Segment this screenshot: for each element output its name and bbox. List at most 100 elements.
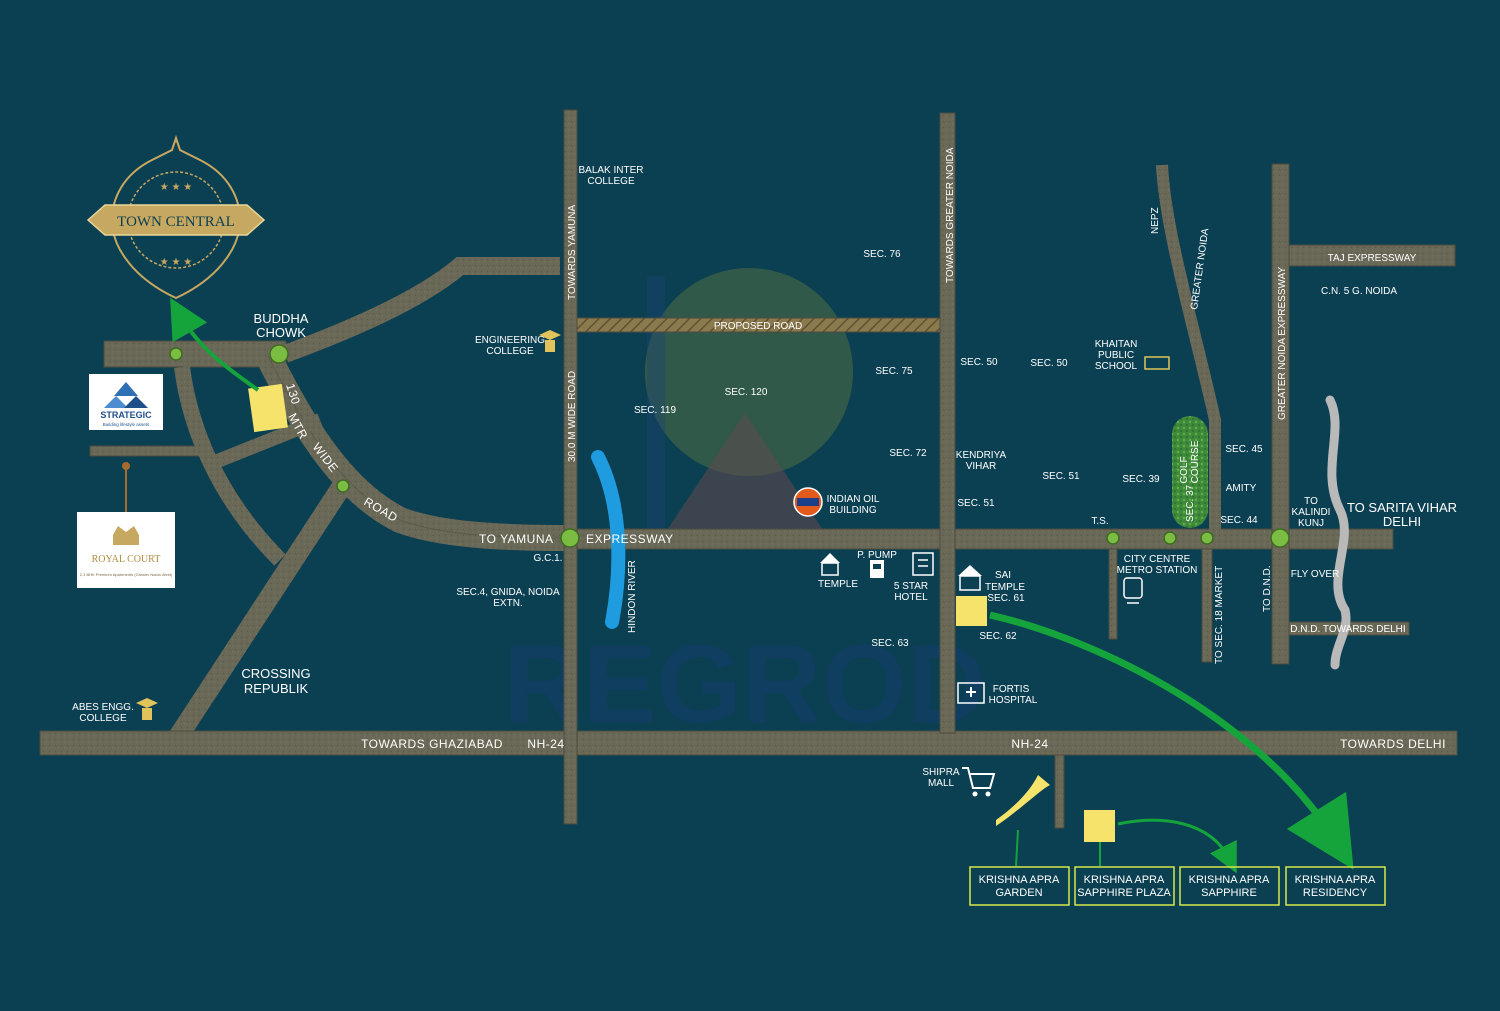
label-gc1: G.C.1. <box>534 553 563 564</box>
road-expressway <box>564 528 1394 550</box>
label-fortis: FORTIS <box>993 684 1030 695</box>
logo-strategic: STRATEGIC Building lifestyle assets <box>89 374 163 430</box>
road-to-yamuna-curve <box>281 257 560 363</box>
label-to-yamuna: TO YAMUNA <box>479 532 554 546</box>
label-indian-oil-building: BUILDING <box>829 505 876 516</box>
node <box>1270 528 1290 548</box>
star-icon: ★ ★ ★ <box>160 182 192 193</box>
label-sec4: SEC.4, GNIDA, NOIDA <box>456 587 560 598</box>
petrol-pump-icon <box>870 560 884 578</box>
label-sec39: SEC. 39 <box>1122 474 1160 485</box>
strategic-tagline: Building lifestyle assets <box>103 422 150 427</box>
node <box>269 344 289 364</box>
label-fly-over: FLY OVER <box>1291 569 1340 580</box>
label-temple: TEMPLE <box>818 579 858 590</box>
road-greater-noida-nepz <box>1156 164 1221 530</box>
label-greater-noida-expressway: GREATER NOIDA EXPRESSWAY <box>1277 266 1288 420</box>
label-abes: ABES ENGG. <box>72 702 134 713</box>
label-abes-college: COLLEGE <box>79 713 127 724</box>
sai-temple-icon <box>958 565 982 591</box>
label-kalindi: KALINDI <box>1292 507 1331 518</box>
hotel-icon <box>912 552 934 576</box>
map-icons <box>136 330 1170 797</box>
road-crossing-republik <box>167 480 351 746</box>
label-sec50b: SEC. 50 <box>1030 358 1068 369</box>
royal-court-logo-text: ROYAL COURT <box>92 554 161 565</box>
node <box>1163 531 1177 545</box>
label-nepz: NEPZ <box>1150 207 1161 234</box>
label-greater-noida: GREATER NOIDA <box>1189 227 1211 310</box>
label-metro-station: METRO STATION <box>1117 565 1198 576</box>
junction-nodes <box>169 344 1290 548</box>
label-city-centre: CITY CENTRE <box>1124 554 1191 565</box>
label-to-dnd: TO D.N.D. <box>1262 566 1273 612</box>
project-box-sapphire[interactable]: KRISHNA APRA SAPPHIRE <box>1179 866 1280 906</box>
project-sapphire-plaza-line2: SAPPHIRE PLAZA <box>1077 887 1171 899</box>
project-boxes: KRISHNA APRA GARDEN KRISHNA APRA SAPPHIR… <box>969 866 1386 906</box>
label-sec37: SEC. 37 <box>1185 484 1196 522</box>
node <box>1200 531 1214 545</box>
road-connector-left <box>89 445 211 457</box>
graduation-cap-icon <box>539 330 561 352</box>
node <box>169 347 183 361</box>
strategic-logo-text: STRATEGIC <box>100 410 152 420</box>
label-towards-delhi: TOWARDS DELHI <box>1340 737 1446 751</box>
label-nh24-left: NH-24 <box>527 737 564 751</box>
star-icon: ★ ★ ★ <box>160 257 192 268</box>
label-130: 130 <box>283 382 303 407</box>
node <box>336 479 350 493</box>
label-sec44: SEC. 44 <box>1220 515 1258 526</box>
project-box-sapphire-plaza[interactable]: KRISHNA APRA SAPPHIRE PLAZA <box>1074 866 1175 906</box>
shopping-cart-icon <box>962 767 996 797</box>
label-shipra: SHIPRA <box>922 767 960 778</box>
label-proposed-road: PROPOSED ROAD <box>714 321 802 332</box>
label-public: PUBLIC <box>1098 350 1134 361</box>
project-sapphire-line1: KRISHNA APRA <box>1189 874 1270 886</box>
road-metro-line <box>1108 548 1118 640</box>
plot-garden <box>996 775 1050 826</box>
label-sec51b: SEC. 51 <box>1042 471 1080 482</box>
label-sec72: SEC. 72 <box>889 448 927 459</box>
label-vihar: VIHAR <box>966 461 997 472</box>
arrow-to-sapphire <box>1117 818 1237 874</box>
project-residency-line2: RESIDENCY <box>1303 887 1368 899</box>
label-hospital: HOSPITAL <box>989 695 1038 706</box>
project-sapphire-line2: SAPPHIRE <box>1201 887 1257 899</box>
label-chowk: CHOWK <box>256 325 306 340</box>
label-khaitan: KHAITAN <box>1095 339 1138 350</box>
logo-royal-court: ROYAL COURT 2,3 BHK Premium Apartments (… <box>77 512 175 588</box>
label-delhi: DELHI <box>1383 514 1421 529</box>
label-sec76: SEC. 76 <box>863 249 901 260</box>
label-towards-greater-noida: TOWARDS GREATER NOIDA <box>945 147 956 283</box>
project-garden-line1: KRISHNA APRA <box>979 874 1060 886</box>
label-ts: T.S. <box>1091 516 1108 527</box>
label-sec45: SEC. 45 <box>1225 444 1263 455</box>
label-towards-ghaziabad: TOWARDS GHAZIABAD <box>361 737 503 751</box>
project-box-residency[interactable]: KRISHNA APRA RESIDENCY <box>1285 866 1386 906</box>
label-sec4-extn: EXTN. <box>493 598 522 609</box>
hindon-river <box>591 450 626 629</box>
project-box-garden[interactable]: KRISHNA APRA GARDEN <box>969 866 1070 906</box>
label-cn5: C.N. 5 G. NOIDA <box>1321 286 1397 297</box>
road-to-sec18 <box>1201 548 1213 663</box>
label-to-sarita-vihar: TO SARITA VIHAR <box>1347 500 1457 515</box>
road-towards-greater-noida <box>939 112 956 734</box>
road-shipra <box>1054 754 1065 829</box>
label-sec61: SEC. 61 <box>987 593 1025 604</box>
label-p-pump: P. PUMP <box>857 550 897 561</box>
road-diagonal-connector <box>202 413 323 473</box>
logo-town-central: TOWN CENTRAL ★ ★ ★ ★ ★ ★ <box>86 134 266 300</box>
label-sai-temple: TEMPLE <box>985 582 1025 593</box>
watermark-text: REGROD <box>504 623 987 746</box>
label-indian-oil: INDIAN OIL <box>827 494 880 505</box>
label-sec119: SEC. 119 <box>634 405 676 416</box>
label-balak-inter: BALAK INTER <box>578 165 643 176</box>
connector-dot <box>122 462 130 470</box>
temple-icon <box>820 553 840 576</box>
arrow-to-town-central <box>170 297 260 392</box>
label-engineering-college: COLLEGE <box>486 346 534 357</box>
line-to-garden <box>1015 829 1019 867</box>
label-buddha: BUDDHA <box>254 311 309 326</box>
label-expressway: EXPRESSWAY <box>586 532 674 546</box>
node <box>1106 531 1120 545</box>
